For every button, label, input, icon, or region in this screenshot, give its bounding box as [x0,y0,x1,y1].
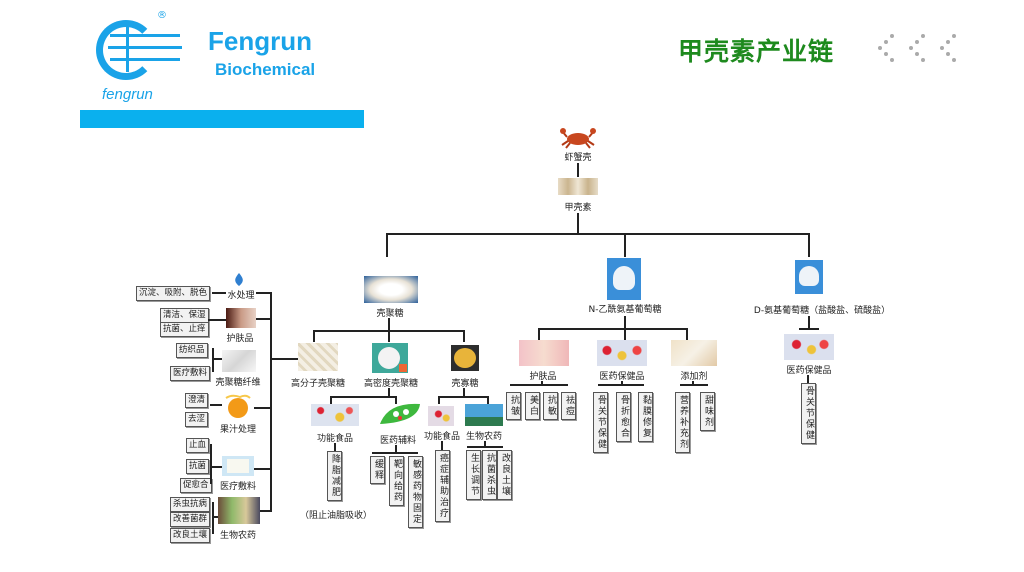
nag-additive-image [671,340,717,366]
dressing-image [222,456,254,476]
hd-chitosan-image [372,343,408,373]
node-hd-chitosan: 高密度壳聚糖 [363,379,418,389]
node-nag-pharma: 医药保健品 [599,372,645,382]
tag: 骨关节保健 [801,383,816,444]
node-nag: N-乙酰氨基葡萄糖 [588,305,662,315]
biopesticide-image [218,497,260,524]
tag: 癌症辅助治疗 [435,450,450,522]
tag: 沉淀、吸附、脱色 [136,286,211,301]
tag: 抗菌杀虫 [482,450,497,500]
tag: 营养补充剂 [675,392,690,453]
glucosamine-pharma-image [784,334,834,360]
logo-ring-icon [96,20,156,80]
brand-subtitle: Biochemical [215,60,316,79]
tag: 清洁、保湿 [160,308,209,323]
tag: 降脂减肥 [327,451,342,501]
oligo-pesticide-image [465,404,503,426]
tag: 黏膜修复 [638,392,653,442]
registered-mark: ® [157,10,167,21]
app-skincare: 护肤品 [226,334,254,344]
tag: 靶向给药 [389,456,404,506]
logo-text: fengrun [102,86,153,103]
tag: 抗菌、止痒 [160,322,209,337]
chitin-image [558,178,598,195]
tag: 祛痘 [561,392,576,420]
logo: ® fengrun [0,0,200,110]
app-fiber: 壳聚糖纤维 [215,378,261,388]
node-glucosamine: D-氨基葡萄糖（盐酸盐、硫酸盐） [753,306,891,316]
node-oligo-food: 功能食品 [423,432,460,442]
water-icon [230,272,248,286]
tag: 止血 [186,438,210,453]
nag-pharma-image [597,340,647,366]
node-glucosamine-pharma: 医药保健品 [786,366,832,376]
app-water: 水处理 [227,291,255,301]
oligo-food-image [428,406,454,426]
excipient-image [378,402,422,426]
tag: 医疗敷料 [170,366,211,381]
node-hmw-chitosan: 高分子壳聚糖 [290,379,345,389]
oligo-image [451,345,479,371]
functional-food-note: （阻止油脂吸收） [299,511,372,521]
tag: 澄清 [185,393,209,408]
tag: 骨关节保健 [593,392,608,453]
header-bar [80,110,364,128]
page-title: 甲壳素产业链 [678,37,835,66]
orange-image [222,394,252,418]
node-functional-food: 功能食品 [316,434,353,444]
tag: 改良土壤 [170,528,211,543]
node-nag-skincare: 护肤品 [529,372,557,382]
node-oligo: 壳寡糖 [451,379,479,389]
tag: 缓释 [370,456,385,484]
tag: 纺织品 [176,343,208,358]
glucosamine-image [795,260,823,294]
app-dressing: 医疗敷料 [219,482,256,492]
tag: 改良土壤 [497,450,512,500]
functional-food-image [311,404,359,426]
tag: 促愈合 [180,478,212,493]
app-juice: 果汁处理 [219,425,256,435]
tag: 抗菌 [186,459,210,474]
node-shell: 虾蟹壳 [564,153,592,163]
tag: 甜味剂 [700,392,715,431]
tag: 生长调节 [466,450,481,500]
crab-image [560,127,596,149]
nag-image [607,258,641,300]
tag: 杀虫抗病 [170,497,211,512]
tag: 敏感药物固定 [408,456,423,528]
node-chitin: 甲壳素 [564,203,592,213]
tag: 抗敏 [543,392,558,420]
chevron-left-icon [876,30,964,62]
tag: 美白 [525,392,540,420]
tag: 改善菌群 [170,512,211,527]
node-excipient: 医药辅料 [379,436,416,446]
tag: 去涩 [185,412,209,427]
brand-name: Fengrun [208,26,312,56]
nag-skincare-image [519,340,569,366]
node-chitosan: 壳聚糖 [376,309,404,319]
tag: 骨折愈合 [616,392,631,442]
node-oligo-pesticide: 生物农药 [465,432,502,442]
app-biopesticide: 生物农药 [219,531,256,541]
skincare-image [226,308,256,328]
hmw-chitosan-image [298,343,338,371]
chitosan-image [364,276,418,303]
tag: 抗皱 [506,392,521,420]
node-nag-additive: 添加剂 [680,372,708,382]
fiber-image [222,350,256,372]
